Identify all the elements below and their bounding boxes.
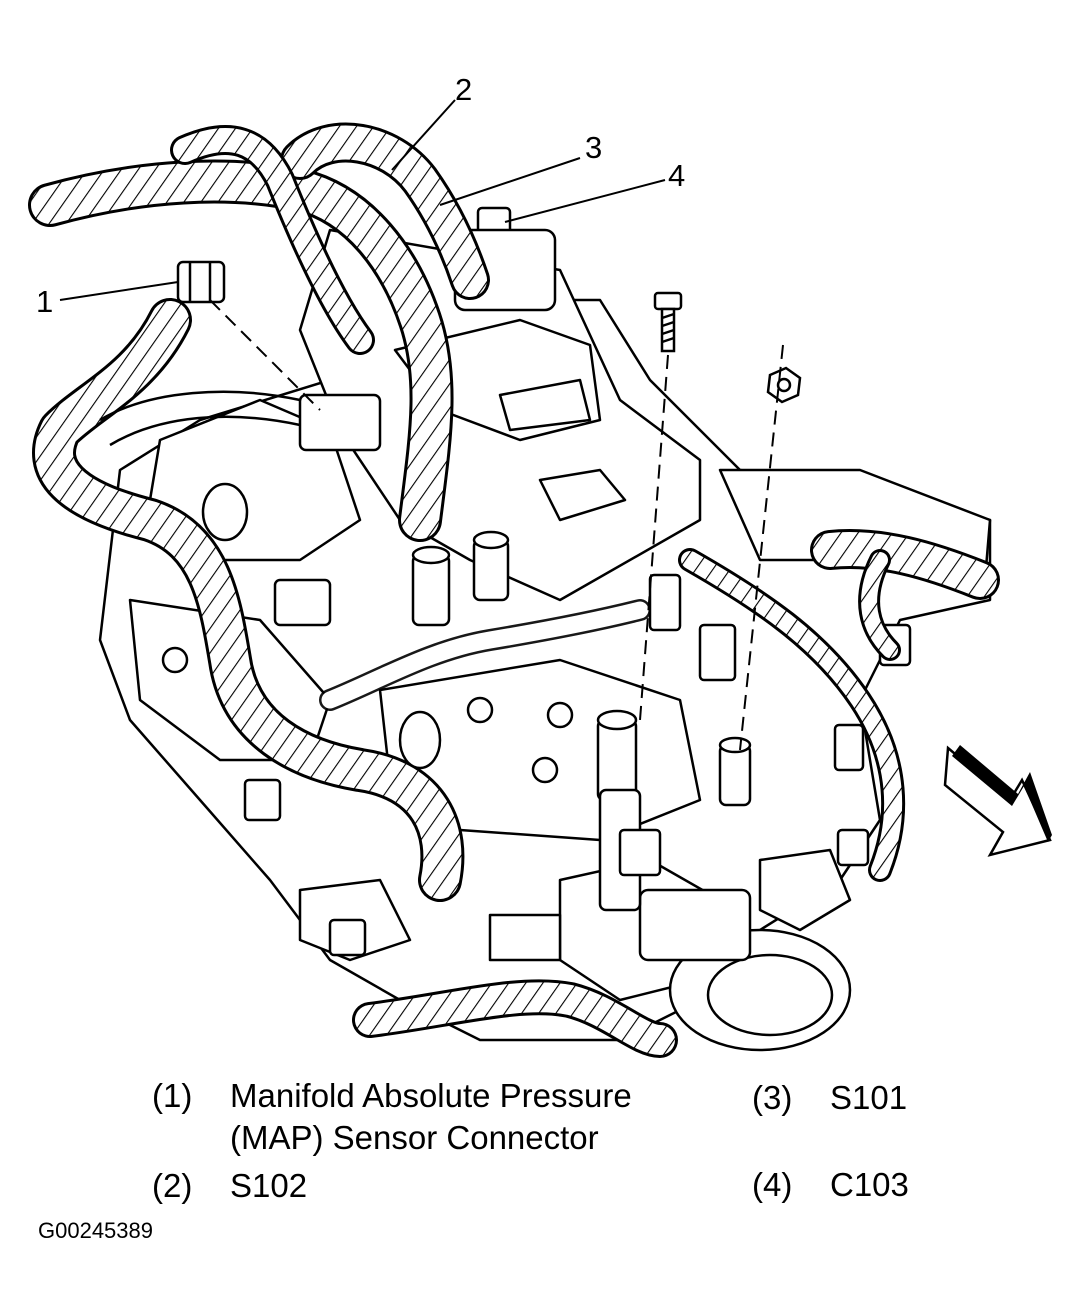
legend-number-1: (1) <box>152 1077 193 1114</box>
callout-4: 4 <box>668 158 685 193</box>
legend-number-4: (4) <box>752 1166 793 1203</box>
map-sensor-connector <box>176 260 226 304</box>
legend-text-3: S101 <box>830 1079 908 1116</box>
figure-id: G00245389 <box>38 1218 153 1243</box>
engine-wiring-illustration: 1 2 3 4 <box>28 72 1052 1058</box>
callout-3: 3 <box>585 130 602 165</box>
bolt-icon <box>653 291 683 353</box>
callout-leaders <box>59 99 666 301</box>
nut-icon <box>766 366 802 404</box>
legend-text-2: S102 <box>230 1167 308 1204</box>
legend-text-1b: (MAP) Sensor Connector <box>230 1119 599 1156</box>
callout-2: 2 <box>455 72 472 107</box>
front-direction-arrow-icon <box>943 745 1052 857</box>
installation-lines <box>209 299 784 751</box>
legend-number-2: (2) <box>152 1167 193 1204</box>
wiring-harness <box>28 122 1000 1058</box>
callout-1: 1 <box>36 284 53 319</box>
legend-text-1a: Manifold Absolute Pressure <box>230 1077 632 1114</box>
throttle-body <box>638 888 852 1052</box>
legend-text-4: C103 <box>830 1166 909 1203</box>
legend-number-3: (3) <box>752 1079 793 1116</box>
vacuum-hose <box>99 390 442 770</box>
mounting-posts <box>161 530 752 912</box>
